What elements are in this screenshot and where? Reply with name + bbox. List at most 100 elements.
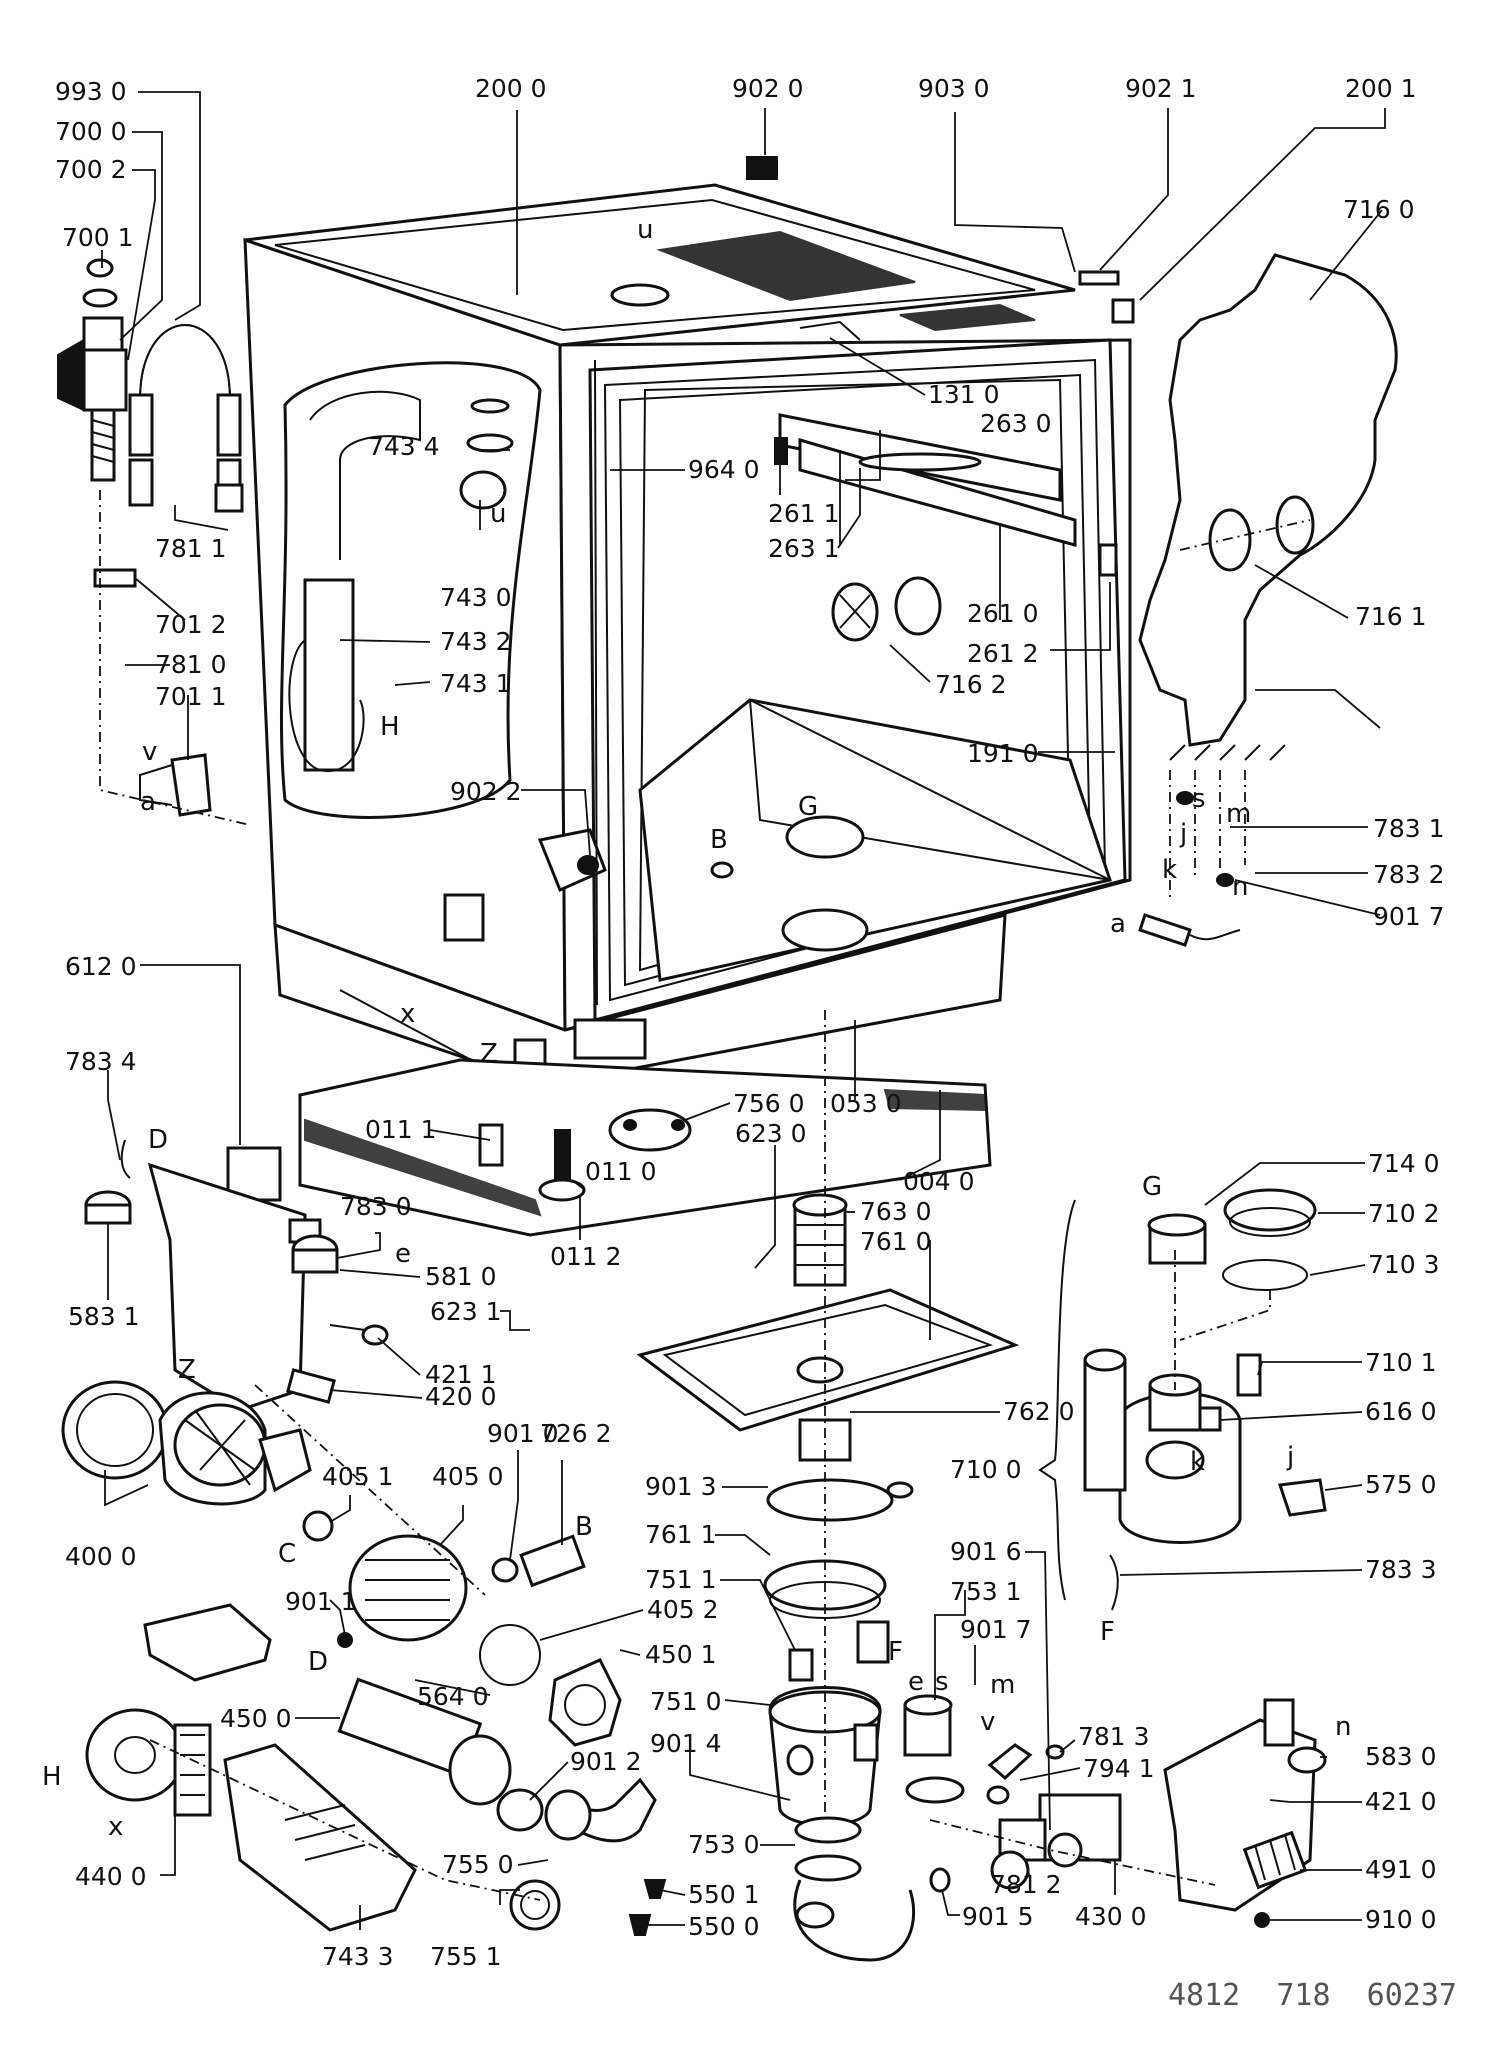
part-label: 261 2 [967, 639, 1039, 668]
part-label: 263 0 [980, 409, 1052, 438]
connector-letter: e [908, 1667, 924, 1697]
part-label: 743 3 [322, 1942, 394, 1971]
connector-letter: C [278, 1539, 296, 1569]
part-label: 783 3 [1365, 1555, 1437, 1584]
part-label: 901 7 [960, 1615, 1032, 1644]
part-label: 430 0 [1075, 1902, 1147, 1931]
connector-letters: u u H v a B G x Z D Z e C B D F H x G k … [42, 215, 1351, 1842]
part-label: 405 1 [322, 1462, 394, 1491]
part-label: 902 1 [1125, 74, 1197, 103]
connector-letter: Z [178, 1355, 196, 1385]
water-inlet-assembly [57, 258, 251, 826]
part-label: 743 4 [368, 432, 440, 461]
part-label: 011 1 [365, 1115, 437, 1144]
part-label: 783 4 [65, 1047, 137, 1076]
connector-letter: H [42, 1762, 62, 1792]
connector-letter: s [935, 1667, 949, 1697]
part-label: 131 0 [928, 380, 1000, 409]
connector-letter: k [1190, 1447, 1205, 1477]
part-label: 701 2 [155, 610, 227, 639]
part-label: 710 2 [1368, 1199, 1440, 1228]
connector-letter: e [395, 1239, 411, 1269]
connector-letter: a [1110, 909, 1126, 939]
part-label: 781 3 [1078, 1722, 1150, 1751]
part-label: 491 0 [1365, 1855, 1437, 1884]
connector-letter: H [380, 712, 400, 742]
part-label: 450 1 [645, 1640, 717, 1669]
document-number: 4812 718 60237 [1168, 1978, 1457, 2013]
part-label: 700 0 [55, 117, 127, 146]
connector-letter: F [1100, 1617, 1115, 1647]
connector-letter: D [148, 1125, 168, 1155]
part-label: 583 1 [68, 1302, 140, 1331]
part-label: 200 1 [1345, 74, 1417, 103]
connector-letter: m [1226, 799, 1251, 829]
part-label: 450 0 [220, 1704, 292, 1733]
part-label: 716 1 [1355, 602, 1427, 631]
part-label: 710 0 [950, 1455, 1022, 1484]
part-label: 616 0 [1365, 1397, 1437, 1426]
part-label: 564 0 [417, 1682, 489, 1711]
part-label: 753 1 [950, 1577, 1022, 1606]
part-label: 751 0 [650, 1687, 722, 1716]
part-label: 714 0 [1368, 1149, 1440, 1178]
connector-letter: D [308, 1647, 328, 1677]
connector-letter: n [1232, 872, 1248, 902]
part-label: 902 0 [732, 74, 804, 103]
part-label: 263 1 [768, 534, 840, 563]
part-label: 763 0 [860, 1197, 932, 1226]
connector-letter: s [1192, 784, 1206, 814]
connector-letter: B [710, 825, 728, 855]
part-label: 710 3 [1368, 1250, 1440, 1279]
connector-letter: G [1142, 1172, 1162, 1202]
part-label: 700 1 [62, 223, 134, 252]
part-label: 200 0 [475, 74, 547, 103]
part-label: 710 1 [1365, 1348, 1437, 1377]
assembly-axes [149, 519, 1311, 1901]
connector-letter: n [1335, 1712, 1351, 1742]
part-label: 700 2 [55, 155, 127, 184]
part-label: 901 6 [950, 1537, 1022, 1566]
part-label: 701 1 [155, 682, 227, 711]
part-label: 726 2 [540, 1419, 612, 1448]
leader-lines [101, 91, 1386, 1930]
part-label: 623 0 [735, 1119, 807, 1148]
part-label: 575 0 [1365, 1470, 1437, 1499]
connector-letter: u [637, 215, 653, 245]
connector-letter: G [798, 792, 818, 822]
part-label: 964 0 [688, 455, 760, 484]
part-label: 783 0 [340, 1192, 412, 1221]
water-softener-and-valves [986, 1188, 1327, 1928]
part-label: 612 0 [65, 952, 137, 981]
connector-letter: a [140, 787, 156, 817]
part-label: 421 1 [425, 1360, 497, 1389]
part-label: 261 0 [967, 599, 1039, 628]
connector-letter: Z [480, 1039, 498, 1069]
part-label: 623 1 [430, 1297, 502, 1326]
part-label: 011 2 [550, 1242, 622, 1271]
connector-letter: x [108, 1812, 123, 1842]
part-label: 743 0 [440, 583, 512, 612]
connector-letter: B [575, 1512, 593, 1542]
part-label: 751 1 [645, 1565, 717, 1594]
part-label: 550 0 [688, 1912, 760, 1941]
part-label: 901 1 [285, 1587, 357, 1616]
part-label: 902 2 [450, 777, 522, 806]
connector-letter: j [1179, 819, 1187, 849]
part-label: 716 2 [935, 670, 1007, 699]
part-labels: 993 0 700 0 700 2 700 1 781 1 701 2 781 … [55, 74, 1445, 1971]
part-label: 756 0 [733, 1089, 805, 1118]
part-label: 901 0 [487, 1419, 559, 1448]
connector-letter: F [888, 1637, 903, 1667]
part-label: 743 1 [440, 669, 512, 698]
connector-letter: u [490, 499, 506, 529]
part-label: 421 0 [1365, 1787, 1437, 1816]
connector-letter: v [142, 737, 157, 767]
part-label: 901 3 [645, 1472, 717, 1501]
part-label: 716 0 [1343, 195, 1415, 224]
part-label: 781 2 [990, 1870, 1062, 1899]
part-label: 903 0 [918, 74, 990, 103]
part-label: 550 1 [688, 1880, 760, 1909]
side-insulation-panel [1138, 253, 1398, 947]
